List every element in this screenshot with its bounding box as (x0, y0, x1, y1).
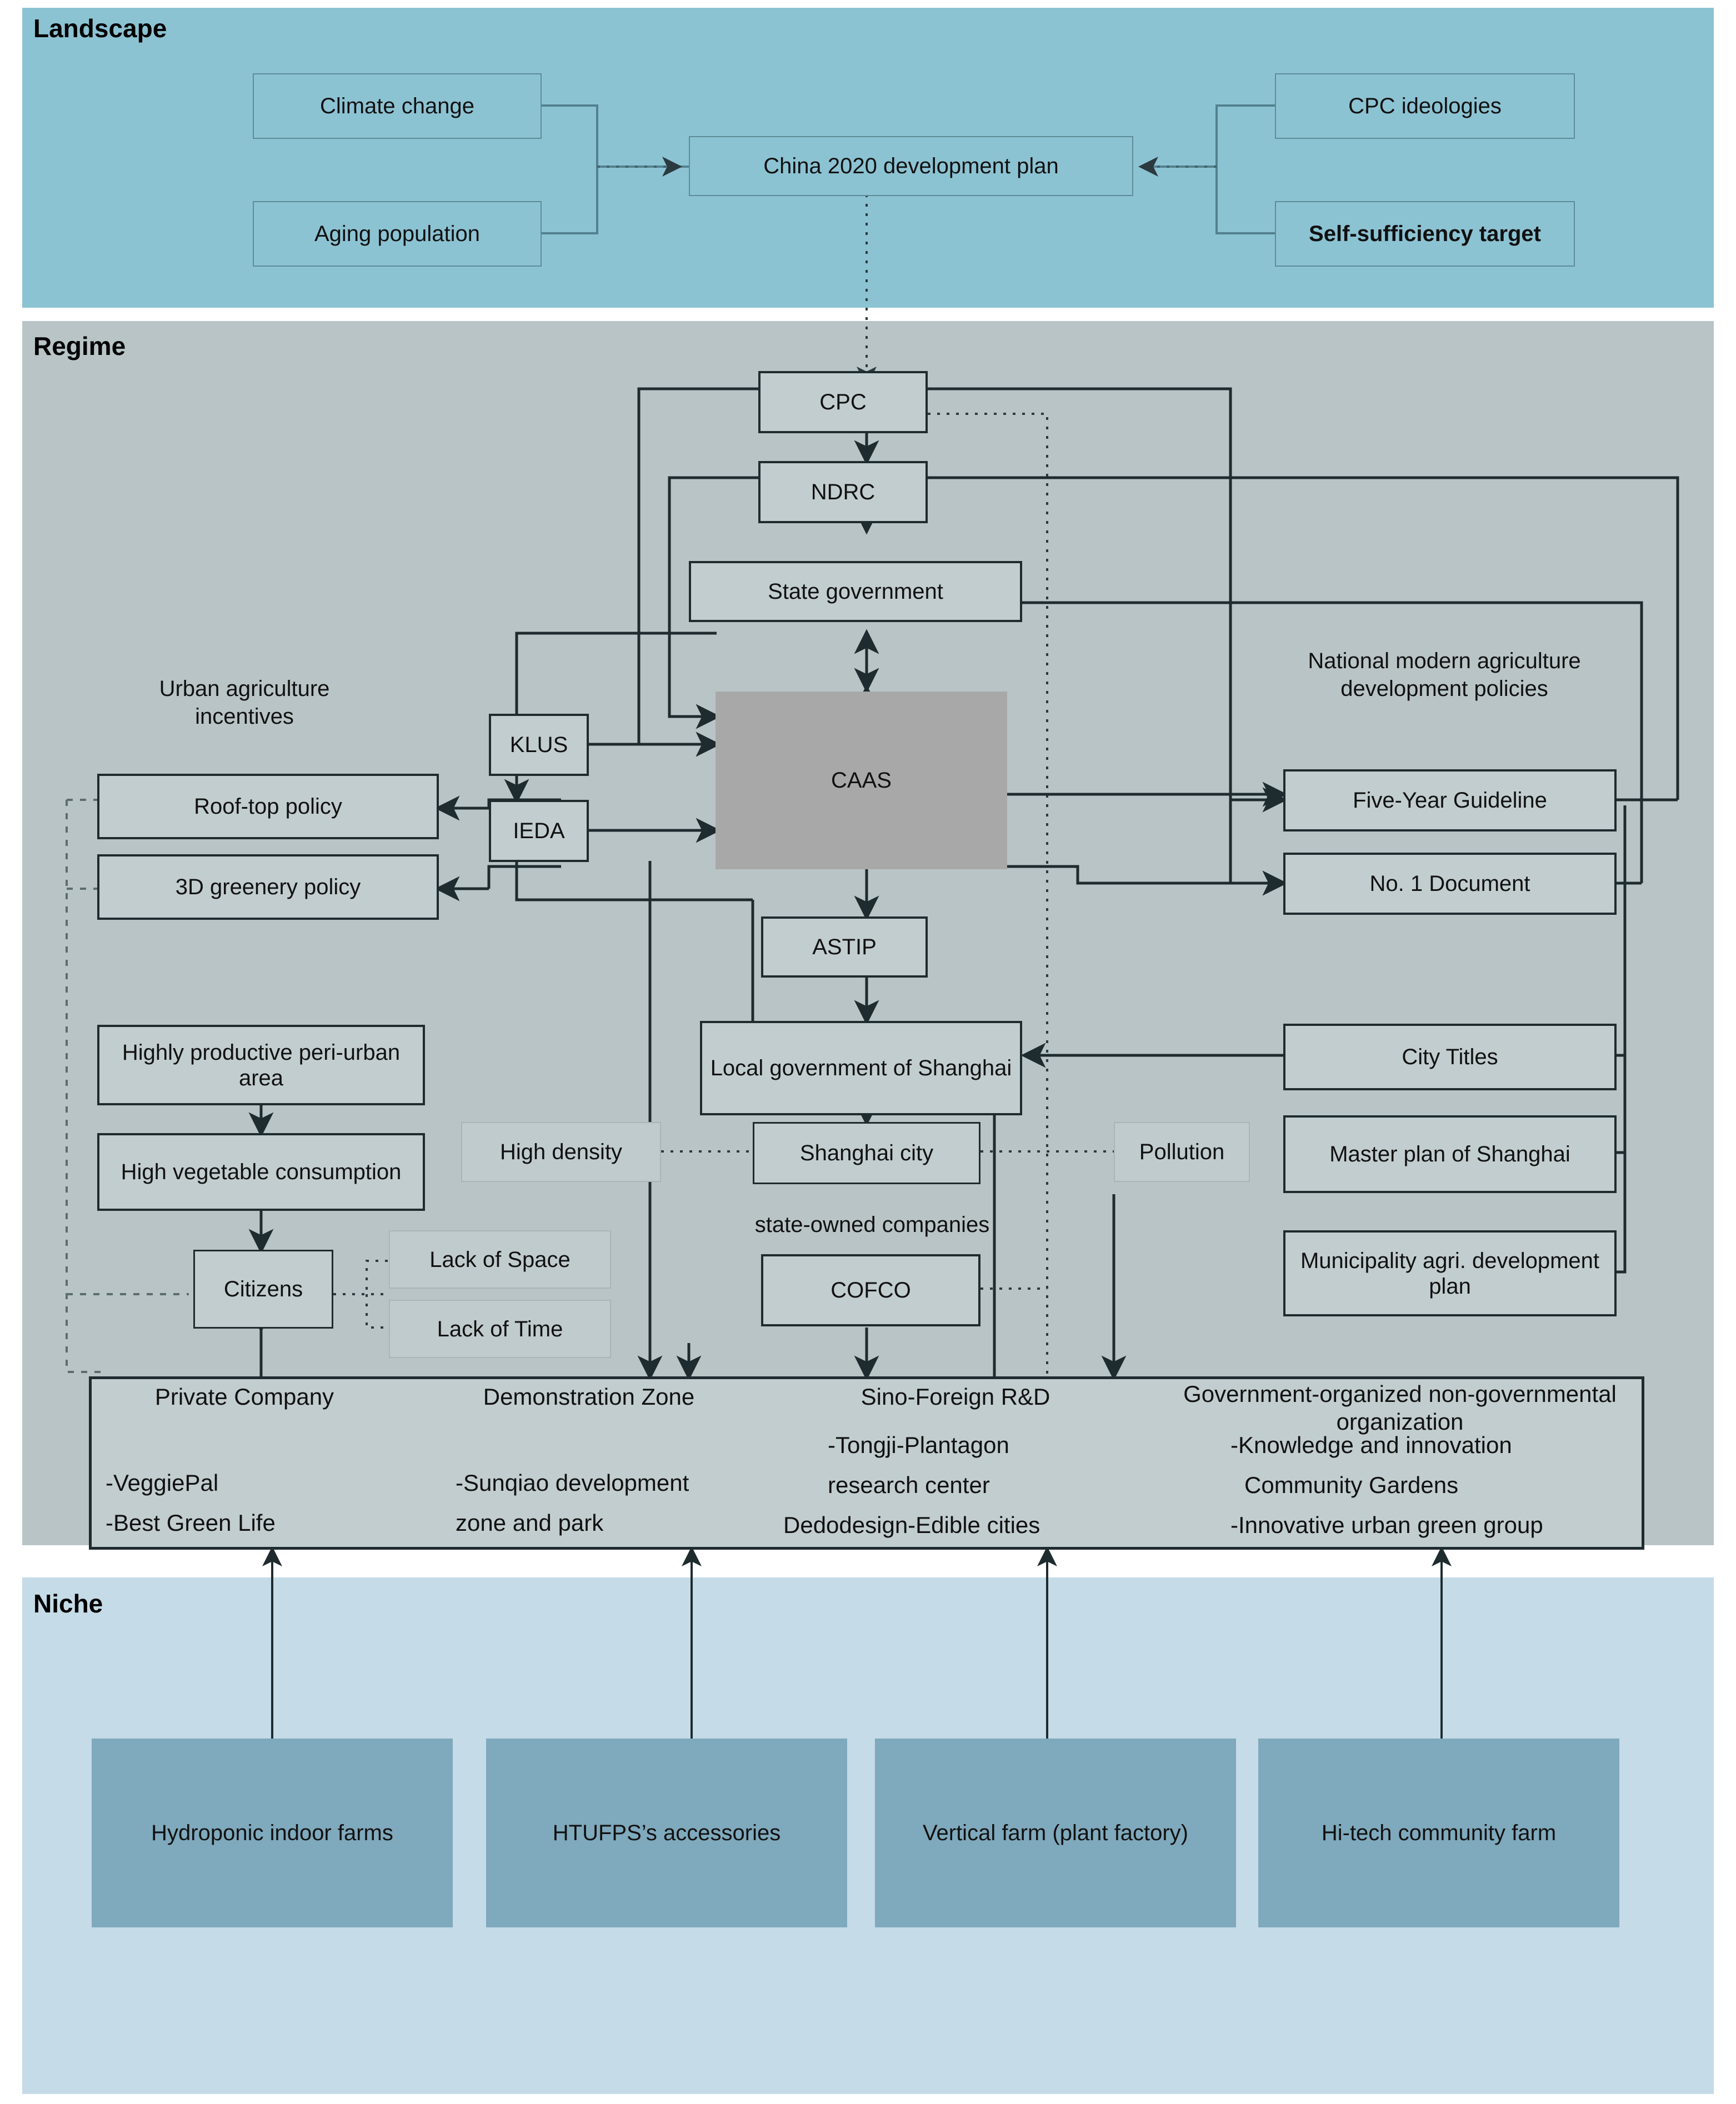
actors-item-community-gardens: Community Gardens (1244, 1472, 1459, 1498)
regime-node-rooftop-policy[interactable]: Roof-top policy (97, 774, 439, 839)
landscape-node-self-sufficiency-target[interactable]: Self-sufficiency target (1275, 201, 1575, 267)
regime-node-klus[interactable]: KLUS (489, 714, 589, 776)
regime-node-pollution[interactable]: Pollution (1114, 1122, 1250, 1182)
niche-node-hydroponic-indoor-farms[interactable]: Hydroponic indoor farms (92, 1739, 453, 1927)
regime-node-ndrc[interactable]: NDRC (758, 461, 928, 523)
regime-actors-panel (89, 1376, 1644, 1550)
regime-node-cofco[interactable]: COFCO (761, 1254, 980, 1326)
actors-item-sunqiao-development: -Sunqiao development (456, 1470, 689, 1496)
niche-node-htufps-accessories[interactable]: HTUFPS’s accessories (486, 1739, 847, 1927)
regime-node-greenery-policy[interactable]: 3D greenery policy (97, 854, 439, 920)
actors-col-heading-demonstration-zone: Demonstration Zone (483, 1384, 695, 1410)
actors-item-veggiepal: -VeggiePal (106, 1470, 219, 1496)
regime-node-ieda[interactable]: IEDA (489, 800, 589, 862)
actors-item-dedodesign-edible-cities: Dedodesign-Edible cities (783, 1512, 1040, 1538)
regime-node-five-year-guideline[interactable]: Five-Year Guideline (1283, 769, 1617, 831)
actors-item-innovative-urban-green-group: -Innovative urban green group (1230, 1512, 1543, 1538)
niche-node-vertical-farm[interactable]: Vertical farm (plant factory) (875, 1739, 1236, 1927)
regime-node-municipality-plan[interactable]: Municipality agri. development plan (1283, 1230, 1617, 1316)
regime-node-shanghai-city[interactable]: Shanghai city (753, 1122, 980, 1184)
niche-layer-title: Niche (33, 1589, 103, 1618)
actors-item-knowledge-and-innovation: -Knowledge and innovation (1230, 1432, 1512, 1458)
regime-node-state-government[interactable]: State government (689, 561, 1022, 622)
landscape-node-china-2020-plan[interactable]: China 2020 development plan (689, 136, 1133, 196)
regime-node-peri-urban[interactable]: Highly productive peri-urban area (97, 1025, 425, 1105)
regime-node-local-government-shanghai[interactable]: Local government of Shanghai (700, 1021, 1022, 1115)
landscape-node-climate-change[interactable]: Climate change (253, 73, 542, 139)
landscape-layer-title: Landscape (33, 14, 167, 43)
regime-node-no1-document[interactable]: No. 1 Document (1283, 853, 1617, 915)
regime-node-vegetable-consumption[interactable]: High vegetable consumption (97, 1133, 425, 1211)
actors-col-heading-private-company: Private Company (154, 1384, 334, 1410)
actors-item-best-green-life: -Best Green Life (106, 1510, 276, 1536)
regime-node-cpc[interactable]: CPC (758, 371, 928, 433)
landscape-node-cpc-ideologies[interactable]: CPC ideologies (1275, 73, 1575, 139)
actors-col-heading-gongo: Government-organized non-governmental or… (1183, 1381, 1617, 1435)
regime-node-city-titles[interactable]: City Titles (1283, 1024, 1617, 1090)
regime-group-national-policies: National modern agriculture development … (1308, 649, 1581, 701)
regime-node-astip[interactable]: ASTIP (761, 916, 928, 978)
regime-node-lack-of-time[interactable]: Lack of Time (389, 1300, 611, 1358)
actors-col-heading-sino-foreign-rd: Sino-Foreign R&D (861, 1384, 1050, 1410)
actors-item-research-center: research center (828, 1472, 990, 1498)
regime-node-citizens[interactable]: Citizens (193, 1250, 333, 1329)
regime-node-high-density[interactable]: High density (461, 1122, 661, 1182)
landscape-node-aging-population[interactable]: Aging population (253, 201, 542, 267)
regime-layer-title: Regime (33, 332, 126, 360)
niche-node-hi-tech-community-farm[interactable]: Hi-tech community farm (1258, 1739, 1619, 1927)
regime-node-caas[interactable]: CAAS (716, 692, 1007, 869)
regime-node-master-plan-shanghai[interactable]: Master plan of Shanghai (1283, 1115, 1617, 1193)
actors-item-zone-and-park: zone and park (456, 1510, 604, 1536)
actors-item-tongji-plantagon: -Tongji-Plantagon (828, 1432, 1009, 1458)
regime-group-state-owned-companies: state-owned companies (754, 1213, 990, 1237)
regime-group-urban-agriculture-incentives: Urban agriculture incentives (159, 677, 330, 729)
regime-node-lack-of-space[interactable]: Lack of Space (389, 1230, 611, 1289)
